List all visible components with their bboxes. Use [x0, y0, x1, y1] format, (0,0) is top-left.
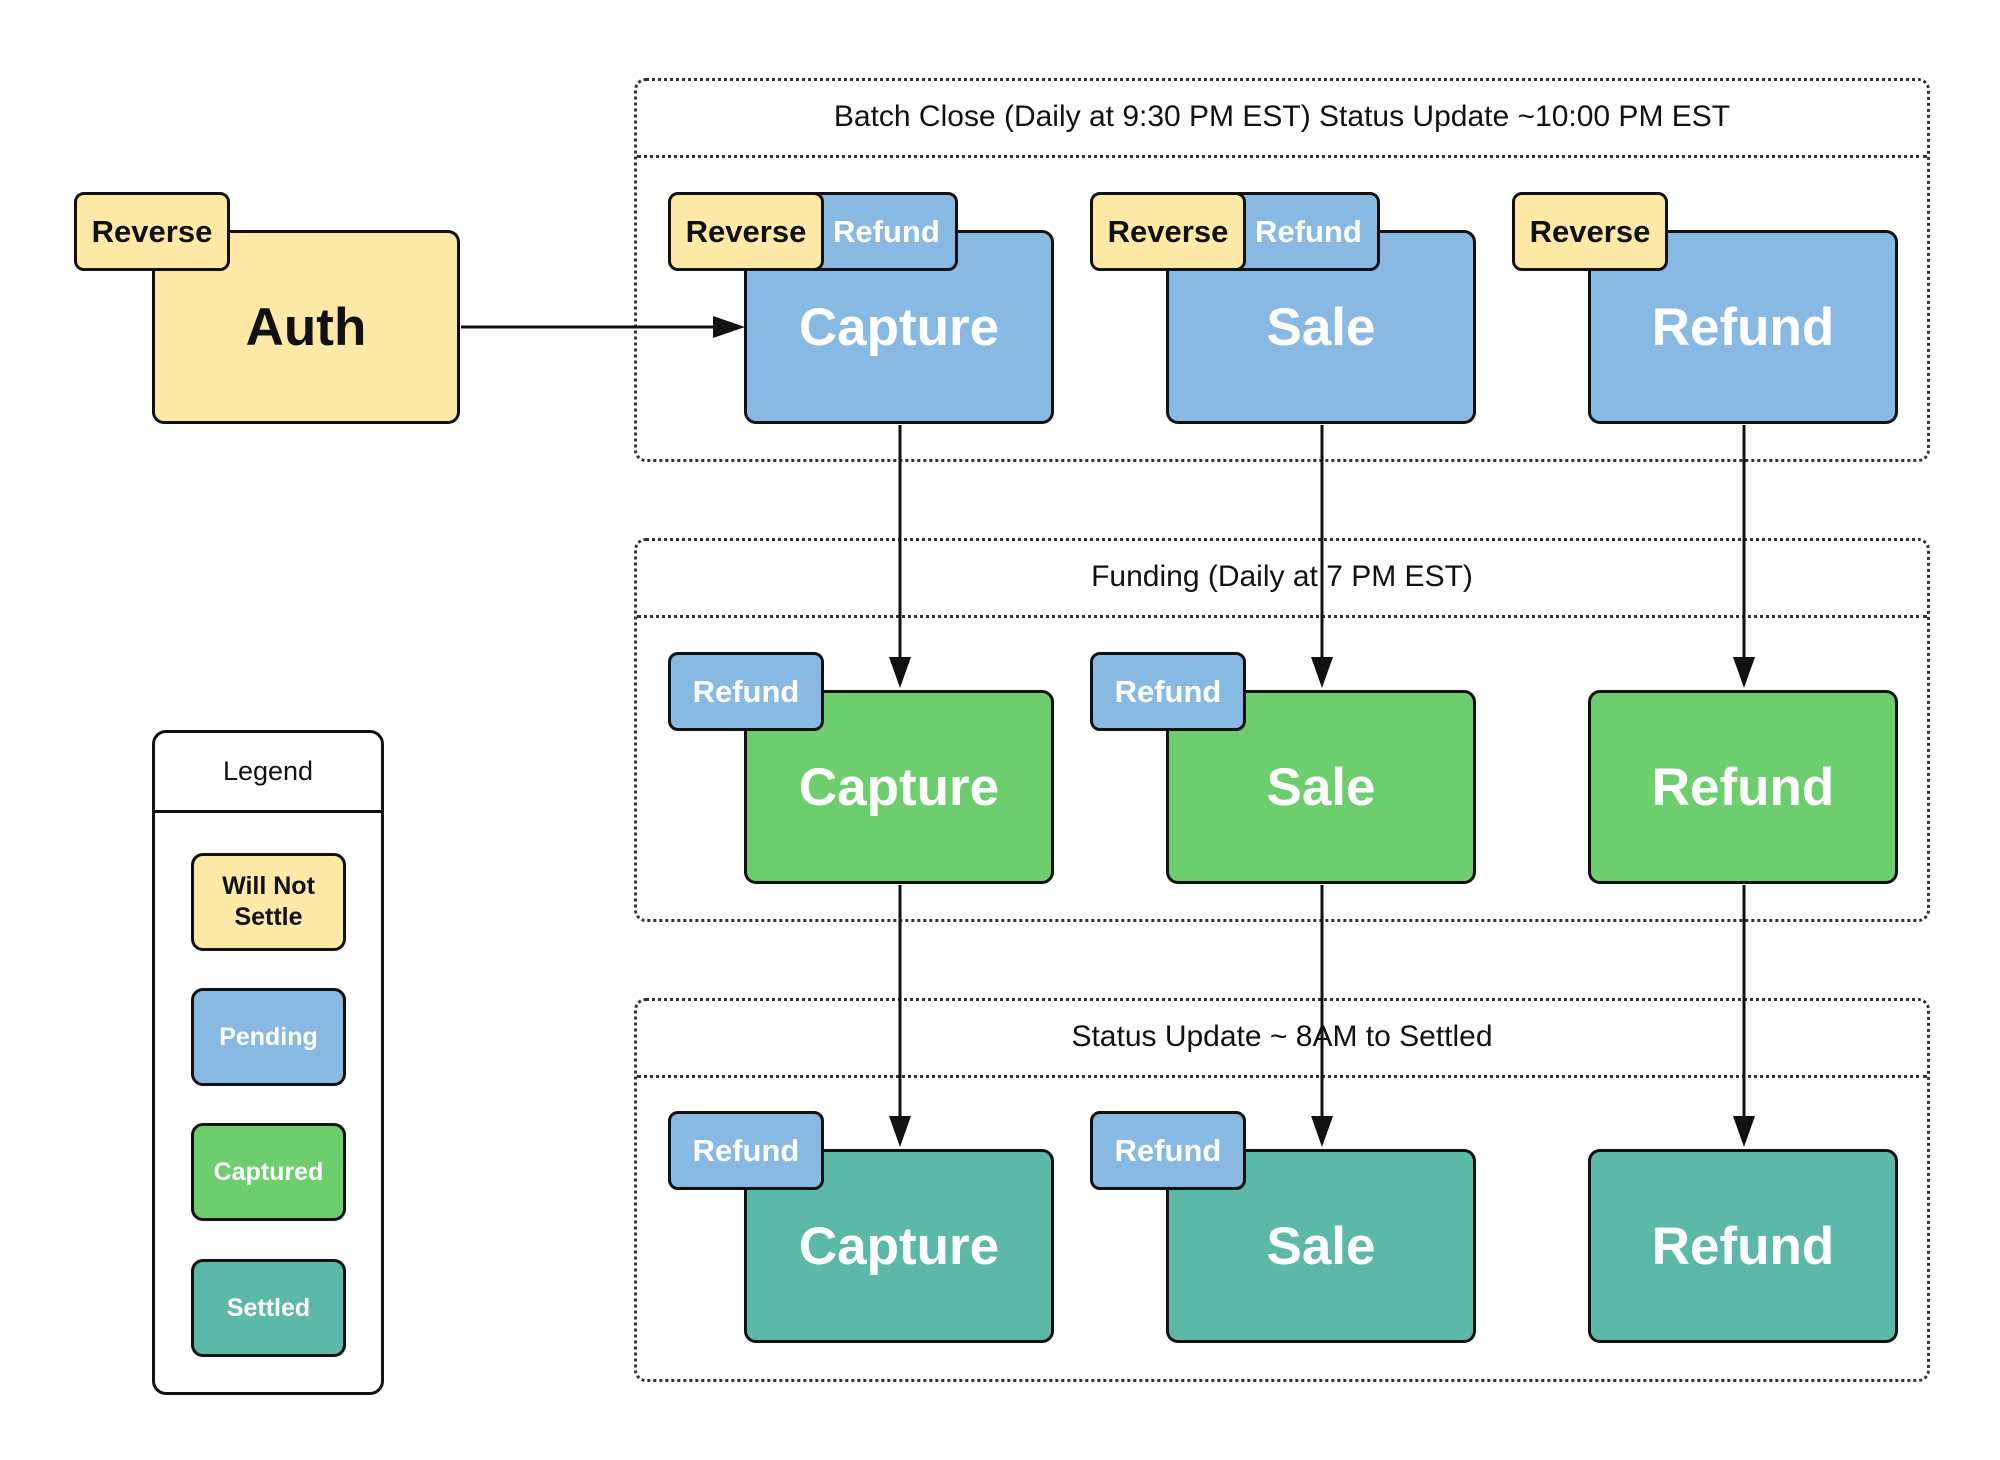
- settled-sale-refund-tab: Refund: [1090, 1111, 1246, 1190]
- legend-title: Legend: [155, 733, 381, 813]
- funding-title: Funding (Daily at 7 PM EST): [637, 541, 1927, 618]
- batch-close-group: Batch Close (Daily at 9:30 PM EST) Statu…: [634, 78, 1930, 462]
- pending-refund-reverse-tab: Reverse: [1512, 192, 1668, 271]
- auth-label: Auth: [245, 297, 367, 357]
- legend-settled: Settled: [191, 1259, 346, 1357]
- settled-sale-box: Sale: [1166, 1149, 1476, 1343]
- settled-capture-refund-tab: Refund: [668, 1111, 824, 1190]
- legend-pending: Pending: [191, 988, 346, 1086]
- arrowhead-pending-capture: [889, 657, 911, 688]
- captured-capture-refund-tab: Refund: [668, 652, 824, 731]
- pending-sale-reverse-tab: Reverse: [1090, 192, 1246, 271]
- arrowhead-captured-sale: [1311, 1116, 1333, 1147]
- auth-reverse-tab: Reverse: [74, 192, 230, 271]
- batch-close-title: Batch Close (Daily at 9:30 PM EST) Statu…: [637, 81, 1927, 158]
- status-update-group: Status Update ~ 8AM to Settled: [634, 998, 1930, 1382]
- arrowhead-pending-refund: [1733, 657, 1755, 688]
- arrowhead-captured-refund: [1733, 1116, 1755, 1147]
- funding-group: Funding (Daily at 7 PM EST): [634, 538, 1930, 922]
- legend-panel: Legend Will Not Settle Pending Captured …: [152, 730, 384, 1395]
- arrowhead-pending-sale: [1311, 657, 1333, 688]
- legend-captured: Captured: [191, 1123, 346, 1221]
- auth-box: Auth: [152, 230, 460, 424]
- arrowhead-auth-to-capture: [713, 316, 745, 338]
- captured-refund-box: Refund: [1588, 690, 1898, 884]
- pending-capture-reverse-tab: Reverse: [668, 192, 824, 271]
- captured-sale-refund-tab: Refund: [1090, 652, 1246, 731]
- legend-will-not-settle: Will Not Settle: [191, 853, 346, 951]
- settled-refund-box: Refund: [1588, 1149, 1898, 1343]
- status-update-title: Status Update ~ 8AM to Settled: [637, 1001, 1927, 1078]
- arrowhead-captured-capture: [889, 1116, 911, 1147]
